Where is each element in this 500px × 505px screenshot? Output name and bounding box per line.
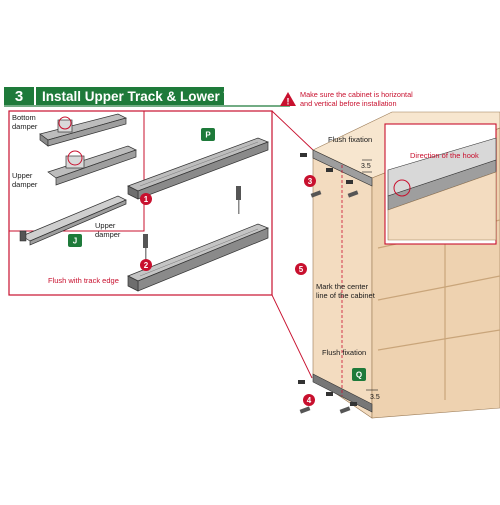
- dimension-bottom: 3.5: [366, 389, 380, 401]
- step-5-marker: 5: [295, 263, 307, 275]
- bottom-damper-drawing: [39, 113, 127, 147]
- step-number: 3: [15, 88, 23, 105]
- badge-q: Q: [352, 368, 366, 381]
- warning-line-2: and vertical before installation: [300, 99, 397, 108]
- warning-exclamation-icon: !: [287, 97, 290, 107]
- step-header: 3 Install Upper Track & Lower Track: [4, 87, 290, 107]
- screw-drawing-1: [236, 186, 241, 214]
- warning-note: ! Make sure the cabinet is horizontal an…: [280, 90, 413, 108]
- dimension-top: 3.5: [361, 159, 372, 173]
- connector-line-bottom: [271, 294, 313, 379]
- step-1-label: 1: [144, 195, 149, 204]
- step-2-label: 2: [144, 261, 149, 270]
- step-3-label: 3: [308, 177, 313, 186]
- dimension-bottom-value: 3.5: [370, 394, 380, 401]
- badge-j-label: J: [73, 237, 77, 246]
- step-1-marker: 1: [140, 193, 152, 205]
- step-5-label: 5: [299, 265, 304, 274]
- badge-j: J: [68, 234, 82, 247]
- badge-p-label: P: [205, 131, 211, 140]
- flush-fixation-top-label: Flush fixation: [328, 135, 372, 144]
- flush-fixation-bottom-label: Flush fixation: [322, 348, 366, 357]
- screws-bottom: [298, 380, 357, 414]
- upper-damper-right-label-2: damper: [95, 230, 121, 239]
- mark-center-label-1: Mark the center: [316, 282, 369, 291]
- dimension-top-value: 3.5: [361, 163, 371, 170]
- upper-damper-highlight-circle: [67, 150, 83, 166]
- bottom-damper-label-2: damper: [12, 122, 38, 131]
- upper-damper-right-label-1: Upper: [95, 221, 116, 230]
- step-title-box: [36, 87, 224, 105]
- flush-track-edge-label: Flush with track edge: [48, 276, 119, 285]
- warning-line-1: Make sure the cabinet is horizontal: [300, 90, 413, 99]
- lower-track-drawing: [127, 223, 269, 292]
- screws-top: [300, 153, 359, 198]
- hook-highlight-circle: [393, 179, 411, 197]
- screw-drawing-2: [143, 234, 148, 262]
- connector-line-top: [271, 110, 314, 151]
- step-2-marker: 2: [140, 259, 152, 271]
- bottom-damper-highlight-circle: [58, 116, 72, 130]
- step-4-marker: 4: [303, 394, 315, 406]
- upper-damper-drawing: [47, 145, 137, 186]
- bottom-damper-label-1: Bottom: [12, 113, 36, 122]
- upper-damper-left-label-1: Upper: [12, 171, 33, 180]
- damper-strip-drawing: [19, 195, 127, 246]
- direction-hook-label: Direction of the hook: [410, 151, 479, 160]
- badge-p: P: [201, 128, 215, 141]
- upper-damper-left-label-2: damper: [12, 180, 38, 189]
- upper-track-drawing: [127, 137, 269, 200]
- track-detail-panel: Bottom damper Upper damper Upper damper …: [8, 110, 314, 379]
- badge-q-label: Q: [356, 371, 362, 380]
- step-title: Install Upper Track & Lower Track: [42, 89, 259, 104]
- hook-detail-inset: Direction of the hook: [384, 123, 497, 245]
- step-3-marker: 3: [304, 175, 316, 187]
- damper-subpanel: [8, 110, 145, 232]
- warning-icon: [280, 92, 296, 106]
- mark-center-label-2: line of the cabinet: [316, 291, 376, 300]
- step-4-label: 4: [307, 396, 312, 405]
- step-number-box: [4, 87, 34, 105]
